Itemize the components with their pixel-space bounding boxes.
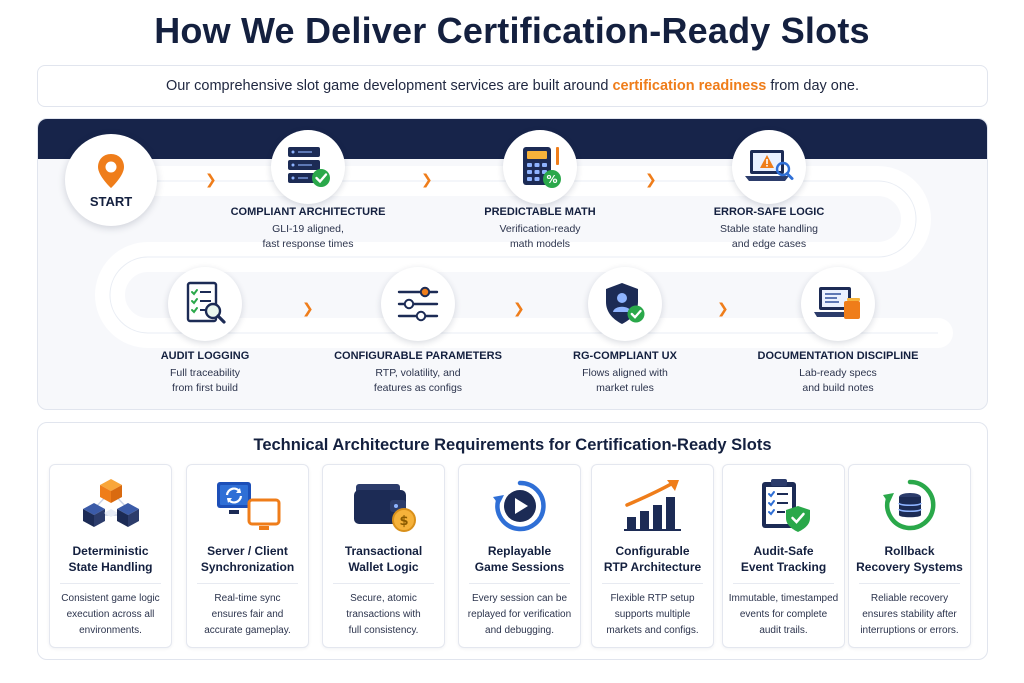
laptop-docs-icon: [814, 287, 860, 319]
start-node: START: [65, 134, 157, 226]
intro-banner: Our comprehensive slot game development …: [37, 65, 988, 107]
page-title: How We Deliver Certification-Ready Slots: [154, 10, 870, 51]
step-title: ERROR-SAFE LOGIC: [713, 206, 825, 218]
predictable-math-node: %: [503, 130, 577, 204]
svg-text:%: %: [546, 173, 557, 186]
technical-requirements-panel: Technical Architecture Requirements for …: [37, 422, 988, 660]
server-check-icon: [288, 147, 330, 187]
intro-text-end: from day one.: [770, 78, 860, 94]
replay-icon: [492, 480, 546, 532]
wallet-icon: $: [353, 484, 416, 532]
chevron-right-icon: ❯: [205, 171, 217, 187]
step-title: DOCUMENTATION DISCIPLINE: [757, 350, 919, 362]
clipboard-shield-icon: [761, 479, 810, 532]
chevron-right-icon: ❯: [717, 300, 729, 316]
checklist-magnifier-icon: [186, 281, 226, 324]
compliant-architecture-node: [271, 130, 345, 204]
error-safe-logic-node: [732, 130, 806, 204]
section-title: Technical Architecture Requirements for …: [253, 436, 772, 454]
chevron-right-icon: ❯: [421, 171, 433, 187]
svg-text:$: $: [399, 514, 408, 529]
start-label: START: [89, 193, 133, 209]
sliders-icon: [397, 286, 439, 322]
chevron-right-icon: ❯: [645, 171, 657, 187]
audit-logging-node: [168, 267, 242, 341]
laptop-warning-icon: [745, 150, 794, 181]
step-title: CONFIGURABLE PARAMETERS: [334, 350, 502, 362]
step-title: AUDIT LOGGING: [160, 350, 250, 362]
step-title: COMPLIANT ARCHITECTURE: [230, 206, 386, 218]
intro-text: Our comprehensive slot game development …: [165, 78, 609, 94]
rg-compliant-ux-node: [588, 267, 662, 341]
chevron-right-icon: ❯: [513, 300, 525, 316]
step-title: PREDICTABLE MATH: [484, 206, 596, 218]
calculator-icon: %: [523, 147, 561, 188]
sync-screens-icon: [216, 482, 280, 530]
configurable-parameters-node: [381, 267, 455, 341]
cubes-icon: [82, 479, 139, 527]
documentation-discipline-node: [801, 267, 875, 341]
step-desc: GLI-19 aligned,fast response times: [262, 223, 354, 250]
location-pin-icon: [98, 153, 124, 188]
shield-user-icon: [606, 283, 645, 324]
step-title: RG-COMPLIANT UX: [573, 350, 677, 362]
roadmap-track: [93, 166, 953, 348]
chevron-right-icon: ❯: [302, 300, 314, 316]
process-roadmap: START COMPLIANT ARCHITECTURE GLI-19 alig…: [37, 118, 988, 410]
database-refresh-icon: [882, 479, 935, 531]
bar-chart-icon: [623, 480, 681, 531]
intro-highlight: certification readiness: [612, 78, 767, 94]
